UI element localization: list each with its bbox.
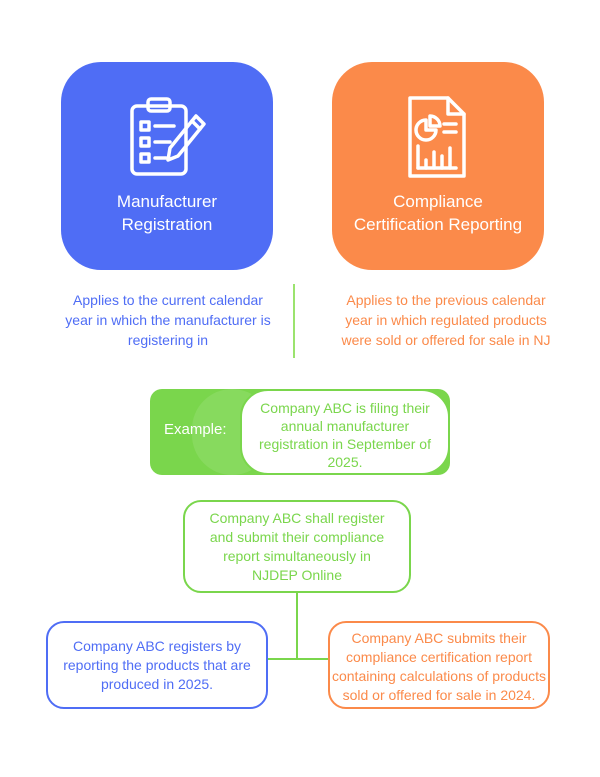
example-line: 2025. [327,454,363,470]
box-line: NJDEP Online [251,567,342,583]
compliance-certification-tile: Compliance Certification Reporting [332,62,544,270]
connector-horizontal [238,658,330,660]
description-line: were sold or offered for sale in NJ [341,332,551,348]
example-text-box: Company ABC is filing their annual manuf… [240,389,450,475]
box-line: Company ABC registers by [72,638,242,654]
title-line: Certification Reporting [353,215,523,234]
title-line: Compliance [393,192,483,211]
box-line: produced in 2025. [100,676,214,692]
box-line: and submit their compliance [209,529,385,545]
report-document-icon [398,94,478,185]
manufacturer-registration-title: Manufacturer Registration [61,190,273,236]
title-line: Manufacturer [116,192,218,211]
box-line: compliance certification report [346,649,532,665]
box-line: reporting the products that are [63,657,251,673]
box-line: Company ABC submits their [351,630,527,646]
example-line: annual manufacturer [280,418,410,434]
compliance-example-box: Company ABC submits their compliance cer… [328,621,550,709]
example-line: Company ABC is filing their [260,400,430,416]
manufacturer-description: Applies to the current calendar year in … [48,290,288,350]
registration-example-box: Company ABC registers by reporting the p… [46,621,268,709]
example-line: registration in September of [259,436,431,452]
connector-vertical [296,593,298,659]
box-line: Company ABC shall register [209,510,385,526]
description-line: year in which regulated products [345,312,547,328]
vertical-divider [293,284,295,358]
compliance-description: Applies to the previous calendar year in… [326,290,566,350]
description-line: Applies to the previous calendar [346,292,546,308]
description-line: year in which the manufacturer is [65,312,271,328]
box-line: report simultaneously in [223,548,371,564]
description-line: Applies to the current calendar [73,292,263,308]
manufacturer-registration-tile: Manufacturer Registration [61,62,273,270]
simultaneous-submission-box: Company ABC shall register and submit th… [183,500,411,593]
description-line: registering in [127,332,209,348]
box-line: sold or offered for sale in 2024. [342,687,536,703]
example-label: Example: [164,421,227,438]
title-line: Registration [121,215,213,234]
clipboard-checklist-icon [124,94,210,185]
box-line: containing calculations of products [331,668,547,684]
compliance-certification-title: Compliance Certification Reporting [332,190,544,236]
